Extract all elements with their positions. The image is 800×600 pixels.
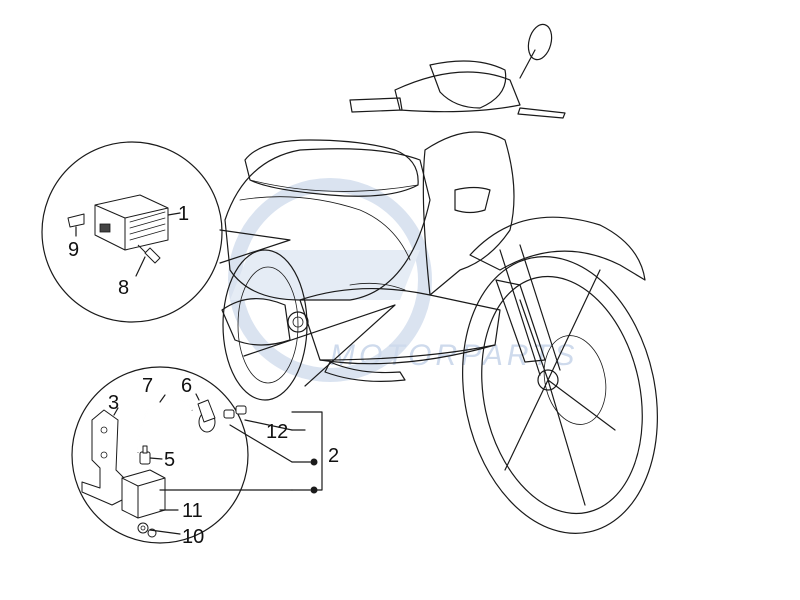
detail-circle-ignition: 3 7 6 12 5 2 11 10 [71, 366, 339, 548]
part-1-voltage-regulator [94, 194, 169, 251]
callout-label-12: 12 [266, 421, 288, 443]
detail-circle-regulator: 1 9 8 [41, 141, 223, 323]
callout-label-2: 2 [328, 445, 339, 467]
watermark: MOTORPARTS [228, 178, 574, 382]
callout-label-5: 5 [164, 449, 175, 471]
callout-label-11: 11 [182, 500, 203, 522]
part-8-screw [137, 244, 161, 264]
part-3-bracket [81, 409, 127, 506]
part-5-nozzle [139, 445, 151, 465]
callout-label-3: 3 [108, 392, 119, 414]
callout-label-10: 10 [182, 526, 204, 548]
callout-label-7: 7 [142, 375, 153, 397]
part-12-grommets [223, 405, 247, 419]
callout-label-1: 1 [178, 203, 189, 225]
part-11-box [121, 469, 166, 519]
scooter-illustration [219, 23, 658, 534]
callout-label-8: 8 [118, 277, 129, 299]
callout-label-6: 6 [181, 375, 192, 397]
part-9-clip [67, 213, 85, 228]
part-6-cap [197, 399, 216, 433]
part-7-hose [137, 399, 193, 453]
callout-label-9: 9 [68, 239, 79, 261]
